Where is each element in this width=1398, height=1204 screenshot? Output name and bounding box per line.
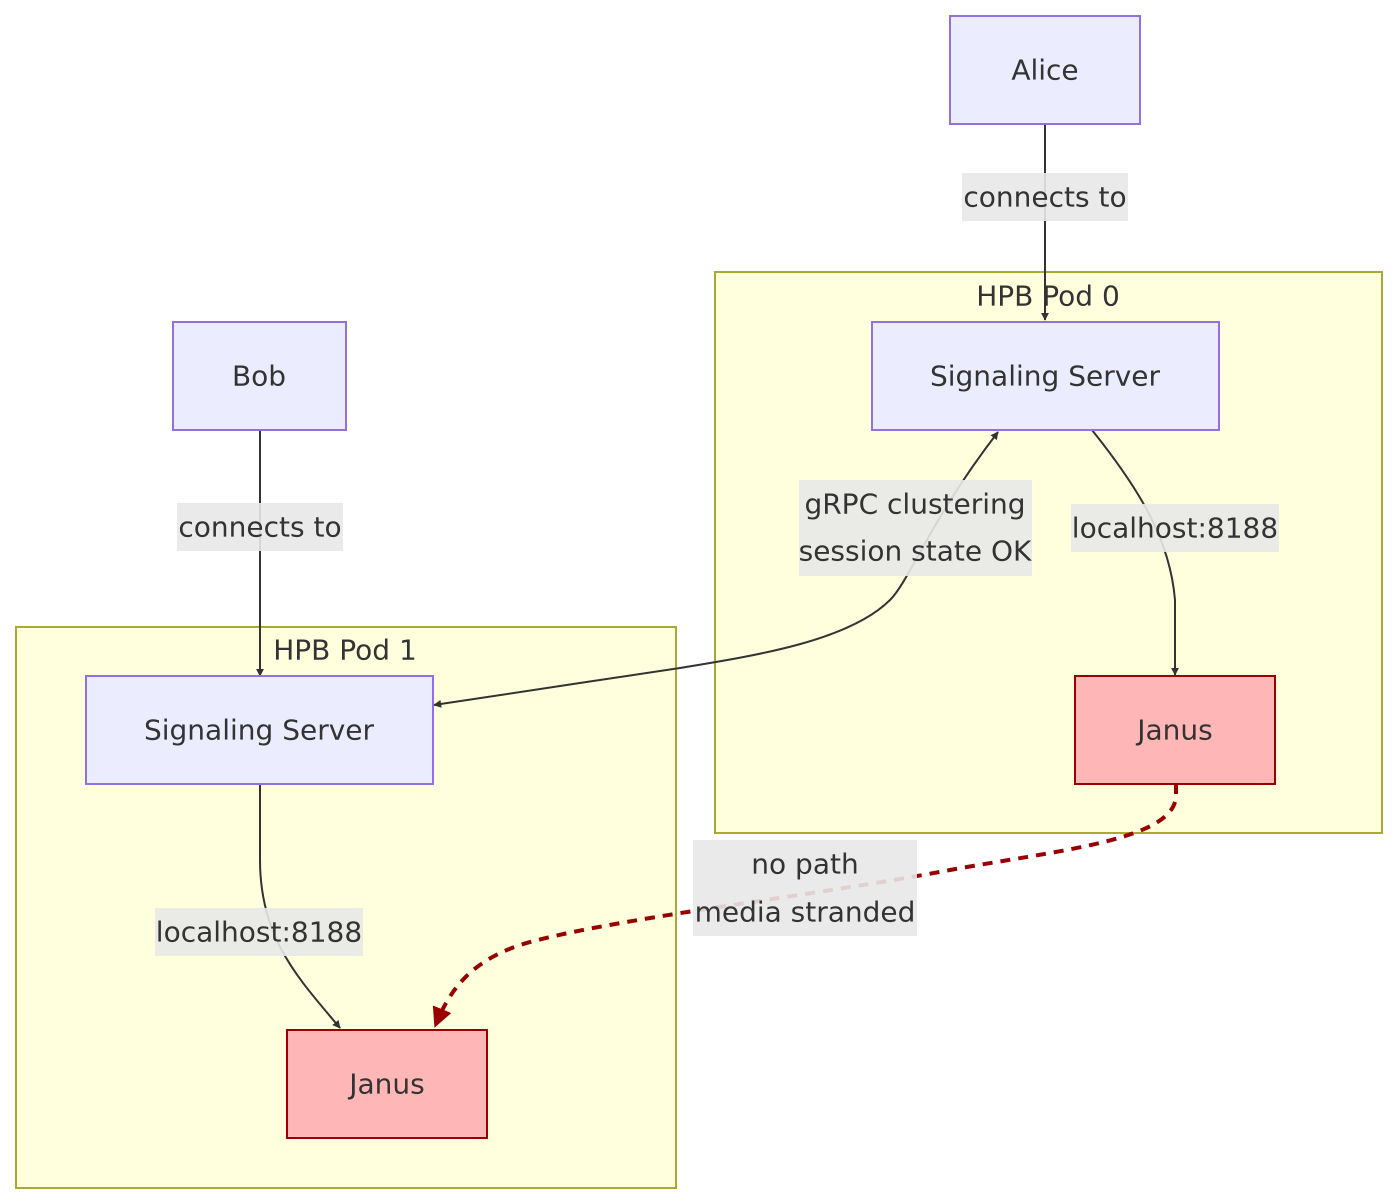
cluster-label-pod-1: HPB Pod 1 [273,634,417,667]
svg-text:no path: no path [751,848,858,881]
svg-text:gRPC clustering: gRPC clustering [804,488,1025,521]
svg-text:localhost:8188: localhost:8188 [1072,512,1278,545]
node-signaling-server-pod0[interactable]: Signaling Server [871,321,1220,431]
edge-label-localhost-pod1: localhost:8188 [155,908,363,956]
edge-label-alice-connects: connects to [962,173,1128,221]
svg-text:Signaling Server: Signaling Server [930,360,1161,393]
svg-text:Janus: Janus [1135,714,1213,747]
node-alice[interactable]: Alice [949,15,1141,125]
edge-label-grpc: gRPC clustering session state OK [799,480,1032,576]
node-janus-pod0[interactable]: Janus [1074,675,1276,785]
svg-text:media stranded: media stranded [695,896,916,929]
edge-label-bob-connects: connects to [177,503,343,551]
edge-label-localhost-pod0: localhost:8188 [1071,504,1279,552]
svg-text:localhost:8188: localhost:8188 [156,916,362,949]
svg-text:Bob: Bob [232,360,286,393]
svg-text:Alice: Alice [1011,54,1078,87]
svg-text:Signaling Server: Signaling Server [144,714,375,747]
svg-text:connects to: connects to [963,181,1126,214]
node-bob[interactable]: Bob [172,321,347,431]
cluster-label-pod-0: HPB Pod 0 [976,280,1120,313]
svg-text:Janus: Janus [347,1068,425,1101]
edge-label-no-path: no path media stranded [693,840,917,936]
node-janus-pod1[interactable]: Janus [286,1029,488,1139]
svg-text:session state OK: session state OK [799,535,1032,568]
node-signaling-server-pod1[interactable]: Signaling Server [85,675,434,785]
svg-text:connects to: connects to [178,511,341,544]
